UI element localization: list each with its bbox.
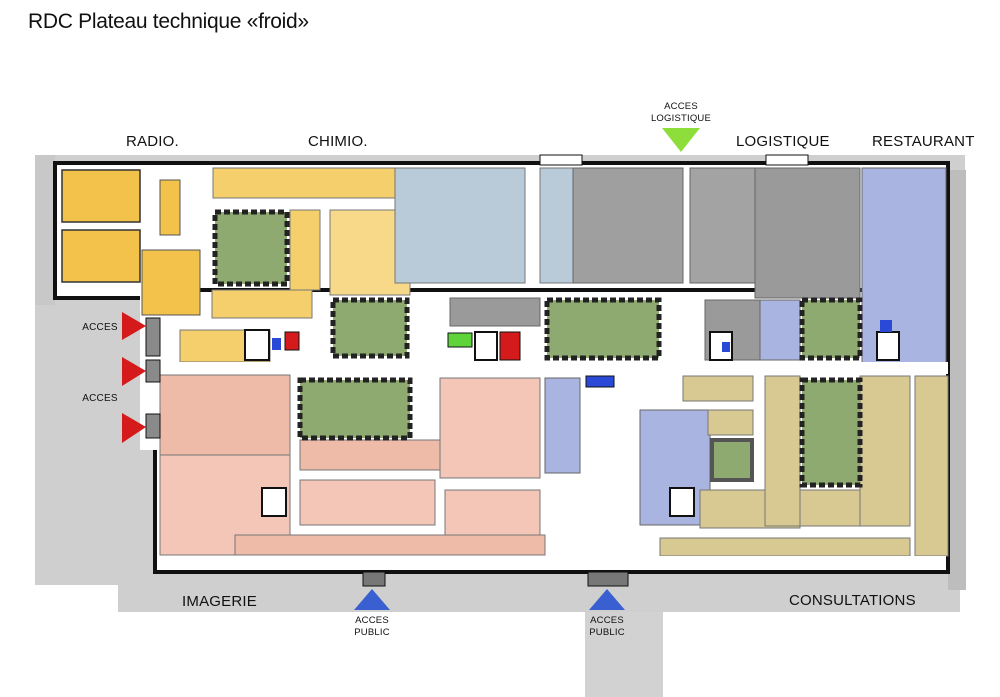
consult-tan-6	[799, 489, 861, 527]
imagerie-block-1	[159, 374, 291, 456]
zone-label-consultations: CONSULTATIONS	[789, 592, 916, 609]
consult-blue-1	[544, 377, 581, 474]
access-label-public-right: ACCES PUBLIC	[577, 615, 637, 639]
access-label-public-left-line1: ACCES	[355, 615, 389, 626]
core-2	[474, 331, 498, 361]
courtyard-4	[799, 297, 863, 361]
courtyard-5	[297, 377, 413, 441]
corridor-horizontal	[155, 362, 948, 374]
core-5	[261, 487, 287, 517]
imagerie-block-7	[234, 534, 546, 556]
access-arrow-blue-2	[589, 589, 625, 610]
logistics-gray-1	[572, 167, 684, 284]
zone-label-logistique: LOGISTIQUE	[736, 133, 830, 150]
corridor-bottom	[160, 556, 946, 570]
core-4	[876, 331, 900, 361]
site-ground-left	[35, 155, 55, 305]
logistics-access-core-2	[765, 154, 809, 166]
imagerie-block-3	[299, 439, 441, 471]
consult-tan-3	[764, 375, 801, 527]
left-access-core-2	[145, 359, 161, 383]
courtyard-6	[799, 377, 863, 488]
logistics-gray-2	[689, 167, 756, 284]
lift-blue-4	[880, 320, 892, 332]
consult-tan-7	[659, 537, 911, 557]
public-access-core-1	[362, 571, 386, 587]
page-title: RDC Plateau technique «froid»	[28, 10, 309, 33]
left-access-core-3	[145, 413, 161, 439]
access-arrow-blue-1	[354, 589, 390, 610]
radio-room-3	[141, 249, 201, 316]
access-label-public-left-line2: PUBLIC	[354, 627, 390, 638]
zone-label-imagerie: IMAGERIE	[182, 593, 257, 610]
restaurant-block	[861, 167, 947, 364]
bluegray-block-1	[394, 167, 526, 284]
access-label-public-right-line2: PUBLIC	[589, 627, 625, 638]
radio-room-2	[61, 229, 141, 283]
lift-blue-2	[585, 375, 615, 388]
zone-label-radio: RADIO.	[126, 133, 179, 150]
access-arrow-red-2	[122, 357, 146, 386]
entrance-path	[585, 612, 663, 697]
site-ground-bottom	[118, 582, 960, 612]
logistics-access-core	[539, 154, 583, 166]
zone-label-chimio: CHIMIO.	[308, 133, 368, 150]
core-6	[669, 487, 695, 517]
imagerie-block-4	[299, 479, 436, 526]
access-label-public-left: ACCES PUBLIC	[342, 615, 402, 639]
courtyard-7	[710, 438, 754, 482]
radio-room-1	[61, 169, 141, 223]
access-label-logistique-line1: ACCES	[664, 101, 698, 112]
consult-tan-1	[682, 375, 754, 402]
logistics-gray-3	[754, 167, 861, 299]
lift-red-2	[499, 331, 521, 361]
access-label-logistique-line2: LOGISTIQUE	[650, 113, 712, 124]
consult-tan-4	[859, 375, 911, 527]
left-access-core-1	[145, 317, 161, 357]
logistics-gray-4	[449, 297, 541, 327]
chimio-band-top	[212, 167, 396, 199]
access-label-left-lower: ACCES	[82, 393, 118, 404]
restaurant-extra	[759, 299, 801, 361]
lift-green-1	[447, 332, 473, 348]
core-1	[244, 329, 270, 361]
lift-red-1	[284, 331, 300, 351]
core-3	[709, 331, 733, 361]
courtyard-3	[544, 297, 662, 361]
radio-room-4	[159, 179, 181, 236]
chimio-rooms-left	[211, 289, 313, 319]
access-arrow-red-3	[122, 413, 146, 443]
chimio-rooms-mid	[289, 209, 321, 291]
building-shadow-right	[948, 170, 966, 590]
consult-tan-5	[914, 375, 949, 557]
access-label-logistique: ACCES LOGISTIQUE	[640, 101, 722, 125]
access-label-left-upper: ACCES	[82, 322, 118, 333]
courtyard-2	[330, 297, 410, 359]
public-access-core-2	[587, 571, 629, 587]
consult-tan-8	[707, 409, 754, 436]
lift-blue-1	[272, 338, 281, 350]
access-arrow-green	[662, 128, 700, 152]
courtyard-1	[212, 209, 290, 287]
zone-label-restaurant: RESTAURANT	[872, 133, 975, 150]
imagerie-block-5	[439, 377, 541, 479]
access-label-public-right-line1: ACCES	[590, 615, 624, 626]
access-arrow-red-1	[122, 312, 146, 340]
lift-blue-3	[722, 342, 730, 352]
